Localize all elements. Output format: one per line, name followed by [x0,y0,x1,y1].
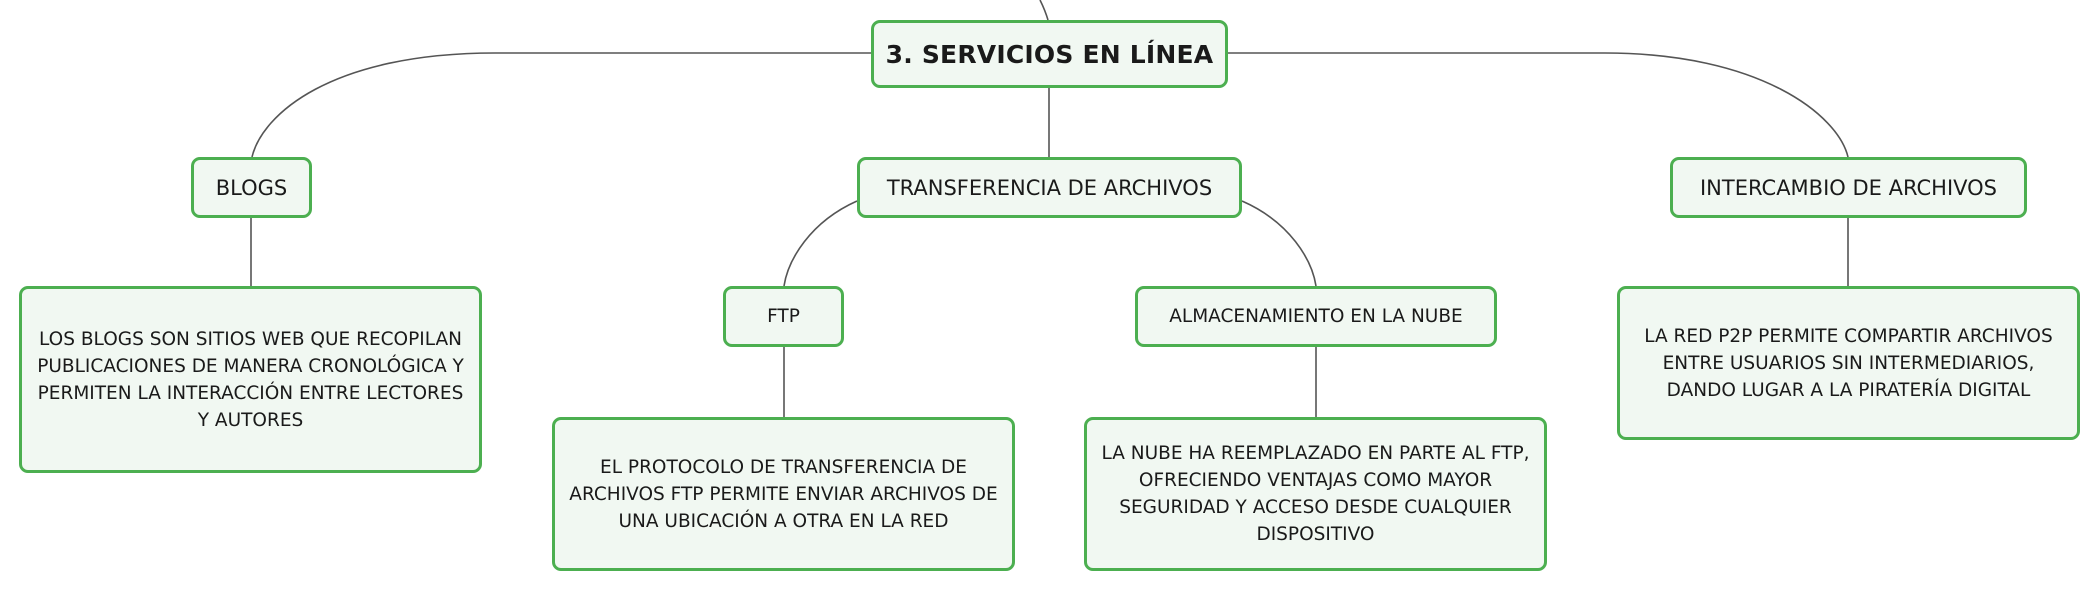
description-text-nube: LA NUBE HA REEMPLAZADO EN PARTE AL FTP, … [1101,443,1530,545]
topic-node-intercambio[interactable]: INTERCAMBIO DE ARCHIVOS [1670,157,2027,218]
description-node-nube[interactable]: LA NUBE HA REEMPLAZADO EN PARTE AL FTP, … [1084,417,1547,571]
connector-root-to-intercambio [1228,52,1849,158]
connector-root-to-blogs [251,52,871,158]
topic-label-intercambio: INTERCAMBIO DE ARCHIVOS [1699,175,1998,200]
description-text-blogs: LOS BLOGS SON SITIOS WEB QUE RECOPILAN P… [37,328,464,431]
topic-node-transferencia[interactable]: TRANSFERENCIA DE ARCHIVOS [857,157,1242,218]
connector-transferencia-to-nube [1241,200,1317,287]
subtopic-node-ftp[interactable]: FTP [723,286,844,347]
connector-parent-to-root [1039,0,1049,21]
topic-node-blogs[interactable]: BLOGS [191,157,312,218]
root-node[interactable]: 3. SERVICIOS EN LÍNEA [871,20,1228,88]
topic-label-blogs: BLOGS [215,175,288,200]
description-text-intercambio: LA RED P2P PERMITE COMPARTIR ARCHIVOS EN… [1644,325,2053,401]
description-text-ftp: EL PROTOCOLO DE TRANSFERENCIA DE ARCHIVO… [569,456,998,532]
root-label: 3. SERVICIOS EN LÍNEA [885,39,1214,69]
subtopic-label-ftp: FTP [767,306,800,327]
description-node-blogs[interactable]: LOS BLOGS SON SITIOS WEB QUE RECOPILAN P… [19,286,482,473]
description-node-ftp[interactable]: EL PROTOCOLO DE TRANSFERENCIA DE ARCHIVO… [552,417,1015,571]
topic-label-transferencia: TRANSFERENCIA DE ARCHIVOS [886,175,1213,200]
description-node-intercambio[interactable]: LA RED P2P PERMITE COMPARTIR ARCHIVOS EN… [1617,286,2080,440]
connector-transferencia-to-ftp [783,200,858,287]
subtopic-label-nube: ALMACENAMIENTO EN LA NUBE [1169,306,1463,327]
subtopic-node-nube[interactable]: ALMACENAMIENTO EN LA NUBE [1135,286,1497,347]
